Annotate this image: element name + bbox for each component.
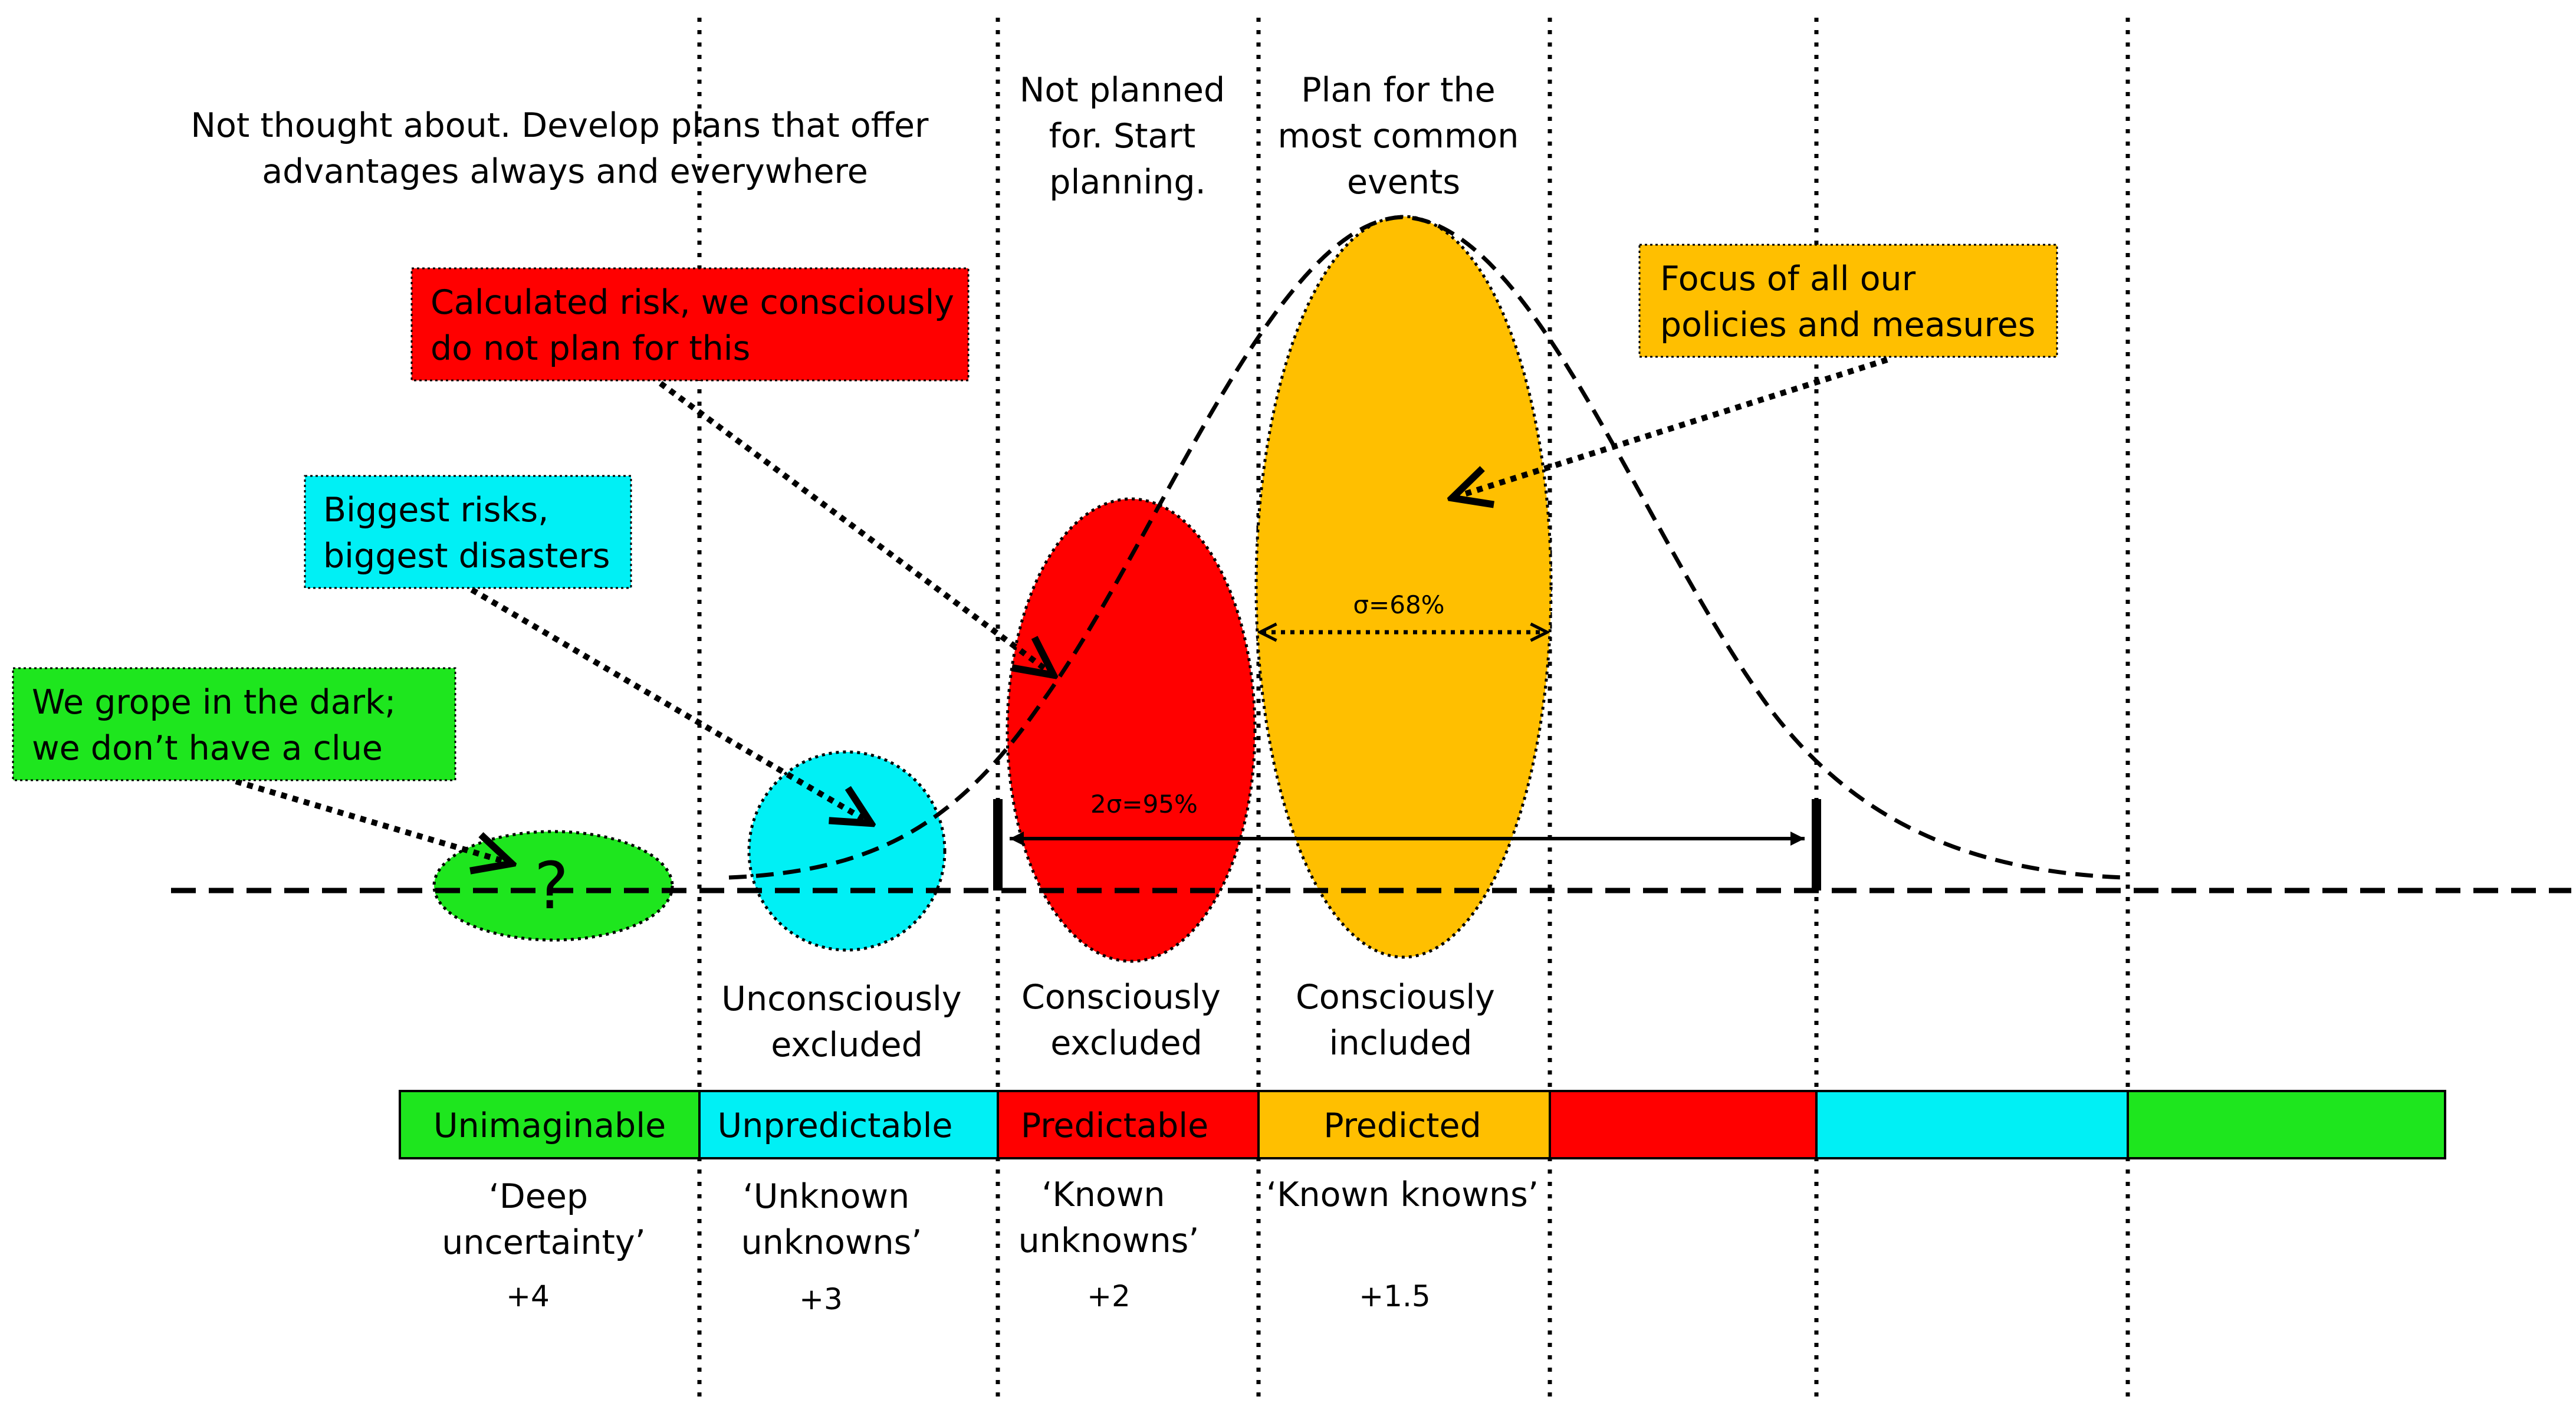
callout-calculated-risk-text: Calculated risk, we consciously do not p…	[431, 283, 965, 368]
note-not-thought-line-1: Not thought about. Develop plans that of…	[190, 106, 929, 145]
category-label-unpredictable: Unpredictable	[718, 1106, 953, 1145]
note-not-thought: Not thought about. Develop plans that of…	[190, 106, 939, 191]
zone-consciously-excluded-line-1: Consciously	[1021, 978, 1221, 1017]
two-sigma-95-label: 2σ=95%	[1090, 790, 1198, 819]
arrow-calculated-risk	[659, 380, 1050, 672]
knowledge-deep-uncertainty: ‘Deep uncertainty’	[442, 1177, 646, 1262]
category-unpredictable	[698, 1090, 999, 1159]
orange-ellipse	[1254, 215, 1553, 959]
callout-calculated-risk-line-1: Calculated risk, we consciously	[431, 283, 954, 322]
note-not-planned: Not planned for. Start planning.	[1020, 71, 1236, 202]
knowledge-unknown-unknowns: ‘Unknown unknowns’	[741, 1177, 922, 1262]
callout-focus-line-1: Focus of all our	[1660, 259, 1916, 298]
callout-focus-line-2: policies and measures	[1660, 305, 2035, 344]
callout-arrows	[235, 357, 1888, 862]
callout-biggest-risks-line-2: biggest disasters	[323, 537, 610, 576]
category-label-predictable: Predictable	[1021, 1106, 1208, 1145]
zone-consciously-excluded-line-2: excluded	[1050, 1024, 1202, 1063]
note-not-thought-line-2: advantages always and everywhere	[262, 152, 868, 191]
score-known-unknowns: +2	[1087, 1279, 1131, 1313]
category-label-predicted: Predicted	[1323, 1106, 1481, 1145]
note-plan-common-line-3: events	[1347, 163, 1460, 202]
cyan-circle	[747, 750, 947, 952]
knowledge-deep-uncertainty-line-1: ‘Deep	[489, 1177, 588, 1216]
note-not-planned-line-1: Not planned	[1020, 71, 1225, 110]
red-ellipse	[1006, 497, 1257, 963]
note-plan-common: Plan for the most common events	[1278, 71, 1530, 202]
question-mark: ?	[534, 848, 569, 924]
two-sigma-range	[993, 799, 1821, 891]
callout-biggest-risks-text: Biggest risks, biggest disasters	[323, 491, 610, 576]
knowledge-known-unknowns: ‘Known unknowns’	[1018, 1175, 1200, 1260]
zone-unconsciously-excluded: Unconsciously excluded	[721, 980, 972, 1064]
zone-consciously-included: Consciously included	[1296, 978, 1506, 1063]
note-not-planned-line-2: for. Start	[1049, 117, 1196, 156]
category-right-green	[2127, 1090, 2446, 1159]
zone-unconsciously-excluded-line-2: excluded	[771, 1026, 923, 1064]
knowledge-known-knowns: ‘Known knowns’	[1266, 1175, 1539, 1214]
callout-calculated-risk-line-2: do not plan for this	[431, 329, 750, 368]
callout-grope-box	[12, 667, 456, 781]
zone-consciously-excluded: Consciously excluded	[1021, 978, 1231, 1063]
note-plan-common-line-1: Plan for the	[1301, 71, 1495, 110]
knowledge-deep-uncertainty-line-2: uncertainty’	[442, 1223, 646, 1262]
score-known-knowns: +1.5	[1359, 1279, 1430, 1313]
category-label-unimaginable: Unimaginable	[433, 1106, 666, 1145]
zone-consciously-included-line-2: included	[1329, 1024, 1473, 1063]
knowledge-unknown-unknowns-line-1: ‘Unknown	[743, 1177, 910, 1216]
category-bar	[399, 1090, 2446, 1159]
arrow-biggest-risks	[470, 587, 867, 821]
callout-grope-text: We grope in the dark; we don’t have a cl…	[32, 683, 406, 768]
callout-grope-line-1: We grope in the dark;	[32, 683, 396, 722]
category-predicted	[1257, 1090, 1551, 1159]
callout-grope-line-2: we don’t have a clue	[32, 729, 383, 768]
knowledge-known-unknowns-line-1: ‘Known	[1041, 1175, 1165, 1214]
category-right-red	[1549, 1090, 1818, 1159]
zone-unconsciously-excluded-line-1: Unconsciously	[721, 980, 961, 1018]
knowledge-known-unknowns-line-2: unknowns’	[1018, 1221, 1200, 1260]
callout-biggest-risks-box	[304, 475, 632, 589]
arrow-grope	[235, 778, 507, 862]
score-deep-uncertainty: +4	[506, 1279, 550, 1313]
score-unknown-unknowns: +3	[799, 1282, 843, 1316]
category-predictable	[997, 1090, 1260, 1159]
callout-biggest-risks-line-1: Biggest risks,	[323, 491, 548, 530]
category-unimaginable	[399, 1090, 701, 1159]
zone-consciously-included-line-1: Consciously	[1296, 978, 1495, 1017]
callout-focus-text: Focus of all our policies and measures	[1660, 259, 2035, 344]
bell-curve	[728, 215, 2124, 880]
callout-focus-box	[1638, 244, 2058, 358]
arrow-focus	[1457, 357, 1888, 497]
note-plan-common-line-2: most common	[1278, 117, 1519, 156]
category-right-cyan	[1815, 1090, 2129, 1159]
note-not-planned-line-3: planning.	[1049, 163, 1205, 202]
knowledge-unknown-unknowns-line-2: unknowns’	[741, 1223, 922, 1262]
callout-calculated-risk-box	[410, 267, 970, 382]
sigma-68-label: σ=68%	[1353, 590, 1444, 619]
